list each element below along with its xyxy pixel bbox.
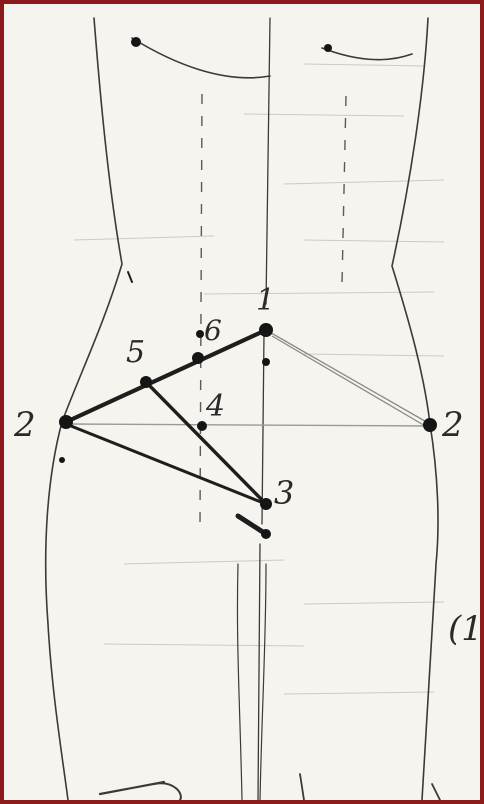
anatomical-sketch: 1 2 2 3 4 5 6 (1 [4, 4, 480, 800]
point-6-dot [192, 352, 204, 364]
points [59, 37, 437, 539]
torso-right-contour [392, 18, 438, 800]
transverse-line-2-2 [66, 424, 430, 426]
point-5-dot [140, 376, 152, 388]
clavicle-left-dot [131, 37, 141, 47]
label-point-5: 5 [126, 335, 145, 370]
clavicle-right-dot [324, 44, 332, 52]
point-1-dot [259, 323, 273, 337]
torso-outline [46, 18, 440, 800]
point-1-lower-dot [262, 358, 270, 366]
point-2-left-dot [59, 415, 73, 429]
label-point-3: 3 [274, 474, 294, 512]
label-point-1: 1 [256, 283, 275, 318]
left-clavicle-line [132, 38, 270, 78]
right-dashed-guide [342, 96, 346, 284]
drawing-frame: 1 2 2 3 4 5 6 (1 [4, 4, 480, 800]
bottom-tick-mid [300, 774, 304, 800]
label-point-2-right: 2 [441, 405, 464, 445]
point-2-right-dot [423, 418, 437, 432]
label-point-6: 6 [204, 314, 222, 347]
bottom-tick-right [432, 784, 440, 800]
line-1-to-right-2 [266, 330, 432, 430]
margin-note: (1 [448, 609, 480, 649]
hip-left-dot [59, 457, 65, 463]
label-point-4: 4 [205, 389, 225, 424]
label-point-2-left: 2 [13, 405, 36, 445]
point-3-dot [260, 498, 272, 510]
lower-right-crease [260, 564, 266, 800]
left-dashed-guide [200, 94, 202, 524]
bottom-stroke-curl [154, 783, 181, 800]
waist-tick-left [128, 272, 132, 282]
line-2-to-1 [66, 330, 266, 422]
torso-left-contour [46, 18, 122, 800]
heavy-construction-lines [66, 272, 266, 534]
lower-left-crease [237, 564, 242, 800]
lower-mid-dot [261, 529, 271, 539]
right-clavicle-line [322, 48, 412, 60]
point-6-upper-dot [196, 330, 204, 338]
line-2-to-3 [66, 424, 266, 504]
